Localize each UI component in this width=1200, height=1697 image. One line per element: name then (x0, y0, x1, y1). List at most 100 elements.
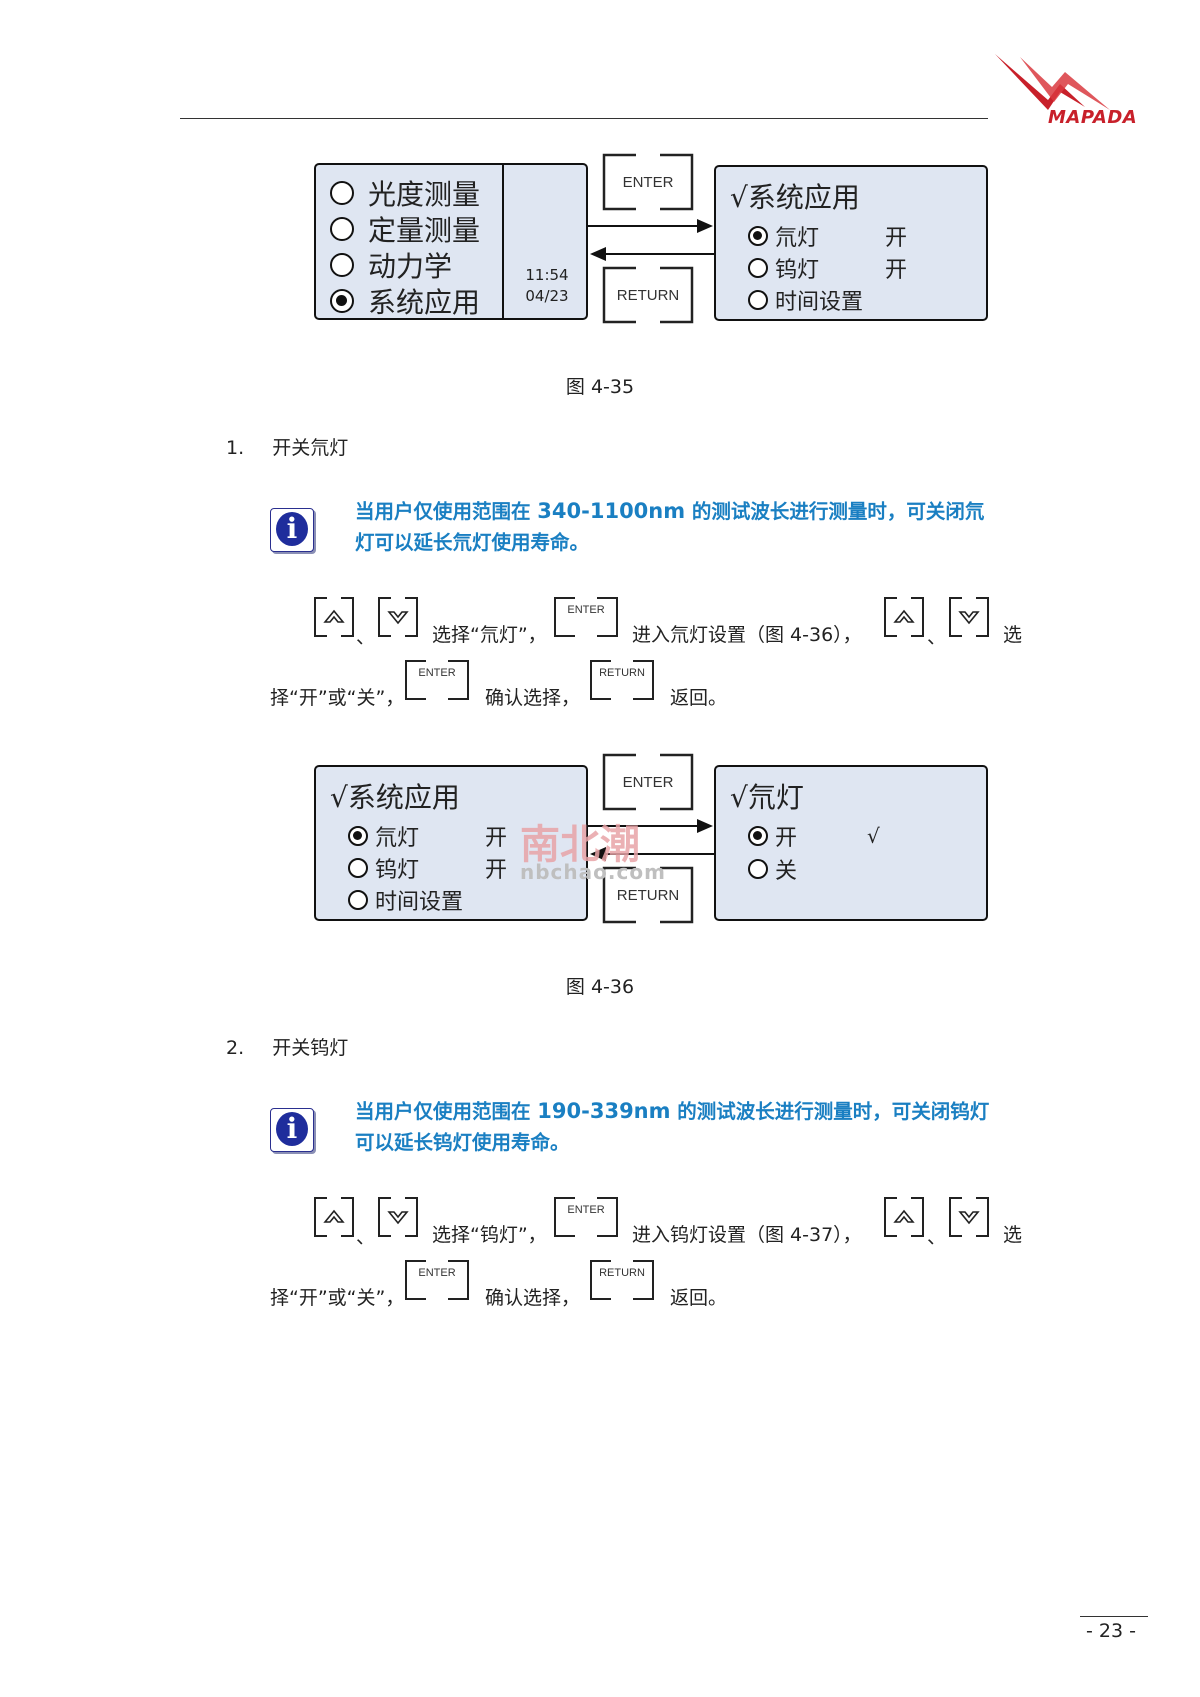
instruction-text: 择“开”或“关”， (270, 687, 405, 709)
section-heading: 2. 开关钨灯 (226, 1033, 348, 1060)
down-arrow-icon (378, 597, 418, 637)
radio-selected-icon (330, 289, 354, 313)
menu-item-quantitative[interactable]: 定量测量 (330, 209, 480, 249)
up-arrow-icon (314, 597, 354, 637)
option-on[interactable]: 开 √ (748, 820, 880, 852)
return-key[interactable]: RETURN (602, 266, 694, 324)
key-frame-icon (590, 1260, 654, 1300)
option-value: 开 (885, 226, 908, 251)
key-label: ENTER (567, 604, 605, 616)
up-key[interactable] (313, 1196, 355, 1238)
option-value: 开 (485, 826, 508, 851)
footer-rule (1080, 1616, 1148, 1617)
section-title: 开关氘灯 (272, 437, 349, 459)
menu-item-photometric[interactable]: 光度测量 (330, 173, 480, 213)
option-label: 钨灯 (775, 258, 820, 283)
return-key-label: RETURN (616, 286, 680, 304)
separator: 、 (927, 626, 947, 648)
info-note-line1: 当用户仅使用范围在 340-1100nm 的测试波长进行测量时，可关闭氘 (355, 499, 985, 523)
page-number: - 23 - (1086, 1620, 1136, 1642)
section-heading: 1. 开关氘灯 (226, 433, 348, 460)
key-frame-icon (405, 1260, 469, 1300)
option-tungsten[interactable]: 钨灯 开 (348, 852, 507, 884)
option-tungsten[interactable]: 钨灯 开 (748, 252, 907, 284)
menu-item-label: 定量测量 (368, 214, 481, 247)
instruction-text: 进入钨灯设置（图 4-37）， (632, 1224, 862, 1246)
key-frame-icon (405, 660, 469, 700)
up-key[interactable] (883, 1196, 925, 1238)
option-label: 时间设置 (775, 290, 864, 315)
up-arrow-icon (884, 1197, 924, 1237)
enter-key-label: ENTER (622, 773, 674, 791)
enter-key-small[interactable]: ENTER (553, 596, 619, 638)
enter-key-label: ENTER (622, 173, 674, 191)
key-label: ENTER (418, 1267, 456, 1279)
menu-item-system[interactable]: 系统应用 (330, 281, 480, 321)
watermark-url: nbchao.com (520, 860, 666, 884)
down-arrow-icon (949, 597, 989, 637)
separator: 、 (927, 1226, 947, 1248)
instruction-text: 进入氘灯设置（图 4-36）， (632, 624, 862, 646)
panel-title: √系统应用 (730, 181, 860, 214)
section-number: 2. (226, 1037, 245, 1059)
radio-selected-icon (348, 826, 368, 846)
back-arrow-head-icon (590, 847, 606, 861)
enter-key-small[interactable]: ENTER (553, 1196, 619, 1238)
option-deuterium[interactable]: 氘灯 开 (748, 220, 907, 252)
option-label: 钨灯 (375, 858, 420, 883)
radio-icon (748, 258, 768, 278)
radio-selected-icon (748, 226, 768, 246)
instruction-text: 确认选择， (485, 687, 581, 709)
instruction-text: 选择“氘灯”， (432, 624, 547, 646)
return-key-label: RETURN (616, 886, 680, 904)
info-icon: i (270, 508, 314, 552)
down-arrow-icon (378, 1197, 418, 1237)
info-note-line2: 灯可以延长氘灯使用寿命。 (355, 531, 590, 554)
enter-key-small[interactable]: ENTER (404, 1259, 470, 1301)
return-key-small[interactable]: RETURN (589, 1259, 655, 1301)
enter-key[interactable]: ENTER (602, 753, 694, 811)
radio-icon (748, 859, 768, 879)
enter-key-small[interactable]: ENTER (404, 659, 470, 701)
option-deuterium[interactable]: 氘灯 开 (348, 820, 507, 852)
radio-icon (330, 217, 354, 241)
option-time-setting[interactable]: 时间设置 (748, 284, 863, 316)
info-note: 当用户仅使用范围在 340-1100nm 的测试波长进行测量时，可关闭氘 灯可以… (355, 496, 1035, 558)
clock-display: 11:54 04/23 (506, 265, 588, 307)
menu-item-label: 动力学 (368, 250, 453, 283)
info-icon: i (270, 1108, 314, 1152)
info-note-line1: 当用户仅使用范围在 190-339nm 的测试波长进行测量时，可关闭钨灯 (355, 1099, 990, 1123)
back-arrow-head-icon (590, 247, 606, 261)
option-label: 关 (775, 859, 798, 884)
logo-mark (995, 54, 1110, 110)
option-time-setting[interactable]: 时间设置 (348, 884, 463, 916)
panel-title: √系统应用 (330, 781, 460, 814)
up-key[interactable] (313, 596, 355, 638)
logo-text: MAPADA (1048, 107, 1138, 128)
instruction-text: 选 (1003, 1224, 1023, 1246)
option-label: 氘灯 (775, 226, 820, 251)
forward-arrow-head-icon (697, 819, 713, 833)
deuterium-panel: √氘灯 开 √ 关 (714, 765, 988, 921)
enter-key[interactable]: ENTER (602, 153, 694, 211)
panel-divider (502, 165, 504, 318)
radio-icon (748, 290, 768, 310)
option-off[interactable]: 关 (748, 853, 797, 885)
option-value: 开 (485, 858, 508, 883)
instruction-text: 选 (1003, 624, 1023, 646)
down-key[interactable] (377, 1196, 419, 1238)
separator: 、 (356, 1226, 376, 1248)
panel-title: √氘灯 (730, 781, 804, 814)
down-key[interactable] (948, 596, 990, 638)
instruction-text: 择“开”或“关”， (270, 1287, 405, 1309)
figure-caption: 图 4-35 (565, 376, 635, 398)
up-key[interactable] (883, 596, 925, 638)
forward-arrow (588, 825, 698, 827)
back-arrow (604, 253, 714, 255)
down-key[interactable] (948, 1196, 990, 1238)
figure-caption: 图 4-36 (565, 976, 635, 998)
info-note-line2: 可以延长钨灯使用寿命。 (355, 1131, 570, 1154)
menu-item-kinetics[interactable]: 动力学 (330, 245, 452, 285)
return-key-small[interactable]: RETURN (589, 659, 655, 701)
down-key[interactable] (377, 596, 419, 638)
